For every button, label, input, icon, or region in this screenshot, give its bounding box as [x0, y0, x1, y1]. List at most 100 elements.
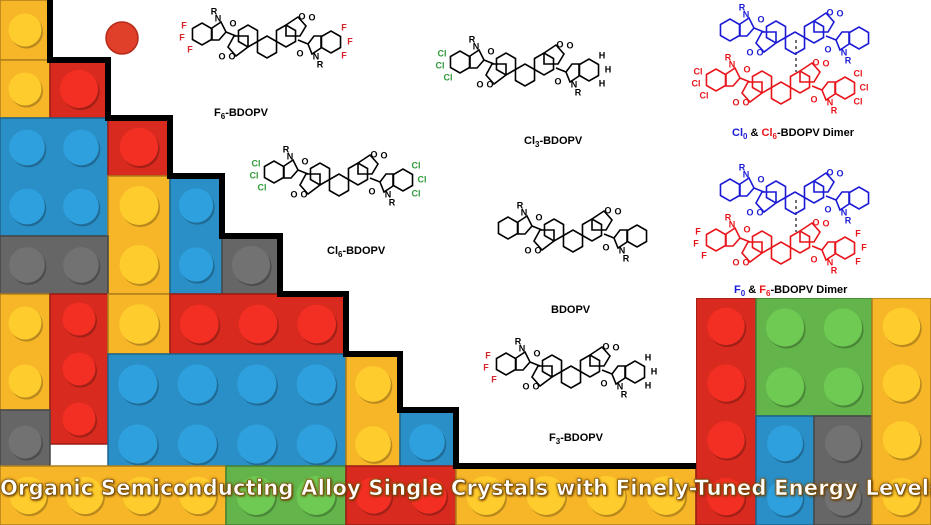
- svg-text:N: N: [521, 207, 528, 217]
- cl6-bdopv-label: Cl6-BDOPV: [327, 245, 386, 260]
- svg-text:F: F: [341, 50, 347, 60]
- svg-text:N: N: [827, 257, 834, 267]
- svg-text:N: N: [571, 79, 578, 89]
- lego-brick: [0, 293, 51, 411]
- svg-text:O: O: [746, 207, 753, 217]
- bdopv-label: BDOPV: [551, 304, 591, 316]
- svg-text:H: H: [645, 380, 652, 390]
- svg-text:Cl: Cl: [418, 174, 427, 184]
- svg-text:R: R: [831, 265, 838, 275]
- svg-text:O: O: [732, 97, 739, 107]
- lego-brick: [49, 293, 109, 445]
- svg-text:O: O: [554, 76, 561, 86]
- lego-brick: [0, 235, 109, 295]
- svg-text:N: N: [519, 343, 526, 353]
- svg-text:Cl: Cl: [412, 188, 421, 198]
- svg-text:N: N: [473, 41, 480, 51]
- svg-text:F: F: [347, 36, 353, 46]
- lego-brick: [169, 175, 223, 295]
- red-dot: [105, 21, 139, 55]
- lego-brick: [0, 0, 51, 61]
- f6-bdopv-label: F6-BDOPV: [214, 107, 268, 122]
- svg-text:O: O: [826, 7, 833, 17]
- svg-text:R: R: [515, 336, 522, 346]
- lego-brick: [107, 117, 171, 177]
- svg-text:Cl: Cl: [444, 72, 453, 82]
- svg-text:O: O: [742, 97, 749, 107]
- svg-text:Cl: Cl: [694, 66, 703, 76]
- lego-brick: [221, 235, 281, 295]
- svg-text:R: R: [317, 59, 324, 69]
- svg-text:R: R: [389, 197, 396, 207]
- svg-text:O: O: [486, 79, 493, 89]
- svg-text:Cl: Cl: [252, 158, 261, 168]
- svg-text:O: O: [602, 242, 609, 252]
- svg-text:O: O: [612, 342, 619, 352]
- svg-text:R: R: [725, 52, 732, 62]
- svg-text:O: O: [600, 378, 607, 388]
- svg-text:R: R: [575, 87, 582, 97]
- svg-text:O: O: [743, 224, 750, 234]
- lego-brick: [695, 297, 757, 525]
- svg-text:O: O: [532, 381, 539, 391]
- svg-text:N: N: [313, 51, 320, 61]
- svg-text:R: R: [517, 200, 524, 210]
- lego-brick: [0, 465, 227, 525]
- svg-text:F: F: [483, 362, 489, 372]
- svg-text:Cl: Cl: [854, 68, 863, 78]
- svg-text:O: O: [614, 206, 621, 216]
- svg-text:R: R: [739, 162, 746, 172]
- svg-text:O: O: [826, 167, 833, 177]
- svg-text:Cl: Cl: [436, 60, 445, 70]
- lego-brick: [0, 59, 51, 119]
- lego-brick: [49, 59, 109, 119]
- lego-brick: [107, 353, 347, 475]
- svg-text:F: F: [485, 350, 491, 360]
- lego-brick: [399, 409, 455, 475]
- svg-text:Cl: Cl: [854, 96, 863, 106]
- svg-text:O: O: [743, 64, 750, 74]
- svg-text:Cl: Cl: [700, 90, 709, 100]
- svg-text:O: O: [836, 168, 843, 178]
- lego-brick: [0, 409, 51, 475]
- svg-text:N: N: [729, 219, 736, 229]
- svg-text:O: O: [810, 94, 817, 104]
- svg-text:R: R: [845, 55, 852, 65]
- lego-brick: [107, 293, 171, 355]
- svg-text:O: O: [566, 40, 573, 50]
- cl3-bdopv-label: Cl3-BDOPV: [524, 135, 583, 150]
- svg-text:O: O: [533, 348, 540, 358]
- svg-text:F: F: [695, 226, 701, 236]
- svg-text:O: O: [301, 156, 308, 166]
- svg-text:O: O: [812, 57, 819, 67]
- svg-text:F: F: [855, 256, 861, 266]
- lego-brick: [755, 297, 873, 417]
- svg-text:O: O: [370, 149, 377, 159]
- lego-brick: [813, 415, 873, 525]
- svg-text:F: F: [491, 374, 497, 384]
- svg-text:R: R: [283, 144, 290, 154]
- svg-text:O: O: [756, 207, 763, 217]
- svg-text:O: O: [602, 341, 609, 351]
- svg-text:O: O: [228, 51, 235, 61]
- svg-text:Cl: Cl: [860, 82, 869, 92]
- svg-text:Cl: Cl: [438, 48, 447, 58]
- svg-text:F: F: [181, 20, 187, 30]
- svg-text:N: N: [287, 151, 294, 161]
- svg-text:N: N: [841, 47, 848, 57]
- svg-text:F: F: [187, 44, 193, 54]
- svg-text:O: O: [476, 79, 483, 89]
- lego-brick: [755, 415, 815, 525]
- svg-text:Cl: Cl: [258, 182, 267, 192]
- svg-text:F: F: [341, 22, 347, 32]
- svg-text:R: R: [469, 34, 476, 44]
- svg-text:O: O: [822, 218, 829, 228]
